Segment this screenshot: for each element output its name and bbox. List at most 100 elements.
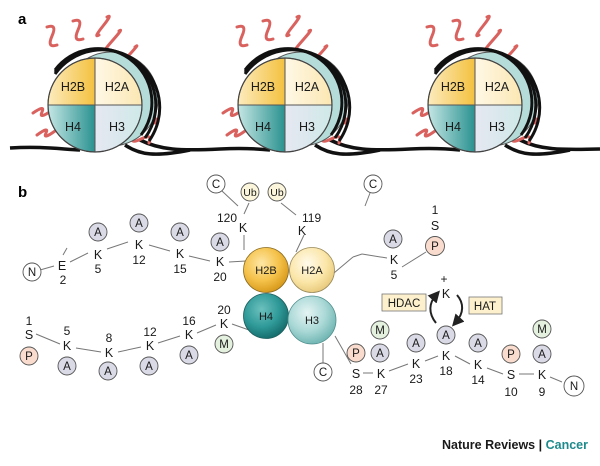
h3-k9-acetyl-marker — [532, 344, 552, 364]
h2b-k20-residue: K — [216, 255, 225, 269]
h4-k20-mod-label: M — [219, 339, 229, 351]
h2b-k20-mod-label: A — [216, 237, 224, 249]
nucleosome-outline — [427, 57, 523, 153]
hat-enzyme-box — [468, 296, 503, 315]
h4-quadrant-label: H4 — [445, 120, 461, 134]
h4-k16-mod-label: A — [185, 350, 193, 362]
tail-connector-lines — [35, 190, 563, 383]
h2a-k5-residue: K — [390, 253, 399, 267]
h2b-k15-residue: K — [176, 247, 185, 261]
dna-wrap — [243, 48, 352, 142]
h2b-n-terminus-marker — [22, 262, 42, 282]
h2a-c-terminus-marker — [363, 174, 383, 194]
h4-k5-residue: K — [63, 339, 72, 353]
journal-credit: Nature Reviews | Cancer — [442, 438, 588, 452]
h2a-core — [289, 247, 335, 293]
h2b-e2-position: 2 — [60, 273, 67, 287]
dna-linker — [9, 138, 600, 152]
acetylation-cycle: + K HDAC HAT — [381, 272, 503, 327]
nucleosome: H2B H2A H4 H3 — [31, 14, 191, 156]
h3-k9-position: 9 — [539, 385, 546, 399]
h2b-k12-position: 12 — [132, 253, 146, 267]
h2b-k5-mod-label: A — [94, 227, 102, 239]
h2b-k20-position: 20 — [213, 270, 227, 284]
h3-quadrant-label: H3 — [109, 120, 125, 134]
h3-k23-acetyl-marker — [406, 333, 426, 353]
hat-label: HAT — [474, 301, 496, 313]
histone-tail — [475, 14, 491, 38]
nucleosome-outline — [47, 57, 143, 153]
h3-s10-position: 10 — [504, 385, 518, 399]
histone-tail — [71, 18, 85, 42]
h3-n-terminus-label: N — [570, 381, 578, 393]
h2b-quadrant-label: H2B — [61, 80, 85, 94]
h2b-k12-acetyl-marker — [129, 213, 149, 233]
h2a-quadrant-label: H2A — [105, 80, 130, 94]
panel-b-histone-tails: H2B H2A H4 H3 — [19, 174, 585, 399]
h3-k27-mod-label: A — [376, 348, 384, 360]
hdac-label: HDAC — [388, 298, 421, 310]
h4-s1-mod-label: P — [25, 351, 33, 363]
h3-k23-residue: K — [412, 357, 421, 371]
h4-k16-acetyl-marker — [179, 345, 199, 365]
journal-separator: | — [538, 438, 543, 452]
h2b-k15-acetyl-marker — [170, 222, 190, 242]
h4-k8-mod-label: A — [104, 366, 112, 378]
histone-tail — [415, 128, 437, 138]
acetylation-arrow-icon — [452, 294, 465, 327]
dna-wrap — [53, 48, 162, 142]
charged-lysine-residue: K — [442, 287, 451, 301]
modification-labels: N A A A A C Ub Ub C A P P A A A A M C P … — [25, 179, 578, 393]
dna-exit — [124, 143, 191, 156]
h2b-core — [243, 247, 289, 293]
h3-quadrant-label: H3 — [299, 120, 315, 134]
h3-k9-mod-label: A — [538, 349, 546, 361]
h4-s1-residue: S — [25, 328, 33, 342]
h3-k18-residue: K — [442, 349, 451, 363]
h4-s1-position: 1 — [26, 314, 33, 328]
h3-k9-mod2-label: M — [537, 324, 547, 336]
h2b-c-terminus-label: C — [212, 179, 220, 191]
h2b-k15-position: 15 — [173, 262, 187, 276]
h2b-k5-residue: K — [94, 248, 103, 262]
h3-s28-position: 28 — [349, 383, 363, 397]
h3-k18-acetyl-marker — [436, 325, 456, 345]
h4-k5-acetyl-marker — [57, 356, 77, 376]
h4-k12-mod-label: A — [145, 361, 153, 373]
h2a-c-terminus-label: C — [369, 179, 377, 191]
residue-labels: E 2 K 5 K 12 K 15 K 20 120 K K 119 K 5 1… — [25, 203, 547, 399]
h2b-k15-mod-label: A — [176, 227, 184, 239]
h2b-quadrant-label: H2B — [251, 80, 275, 94]
h3-core — [287, 295, 337, 345]
h4-quadrant-label: H4 — [65, 120, 81, 134]
h3-k14-acetyl-marker — [468, 333, 488, 353]
h2a-s1-phospho-marker — [425, 236, 445, 256]
h3-k27-methyl-marker — [370, 320, 390, 340]
histone-tail — [221, 107, 243, 117]
h2a-k5-position: 5 — [391, 268, 398, 282]
core-histone-octamer: H2B H2A H4 H3 — [243, 247, 337, 345]
histone-tail — [451, 18, 465, 42]
h4-k20-methyl-marker — [214, 334, 234, 354]
h2b-k5-position: 5 — [95, 262, 102, 276]
h4-quadrant-label: H4 — [255, 120, 271, 134]
h3-s10-mod-label: P — [507, 349, 515, 361]
panel-a-label: a — [18, 11, 27, 28]
h3-k27-position: 27 — [374, 383, 388, 397]
h2a-core-label: H2A — [301, 265, 323, 277]
dna-exit — [314, 143, 381, 156]
dna-wrap — [433, 48, 542, 142]
h2b-k120-residue: K — [239, 221, 248, 235]
deacetylation-arrow-icon — [427, 290, 440, 324]
h3-k27-residue: K — [377, 367, 386, 381]
hdac-enzyme-box — [381, 293, 427, 312]
panel-b-label: b — [18, 184, 27, 201]
h2b-quadrant-label: H2B — [441, 80, 465, 94]
h3-c-terminus-marker — [313, 362, 333, 382]
h4-k16-position: 16 — [182, 314, 196, 328]
h2a-s1-residue: S — [431, 219, 439, 233]
h3-quadrant-label: H3 — [489, 120, 505, 134]
journal-name: Nature Reviews — [442, 438, 536, 452]
h3-k23-mod-label: A — [412, 338, 420, 350]
